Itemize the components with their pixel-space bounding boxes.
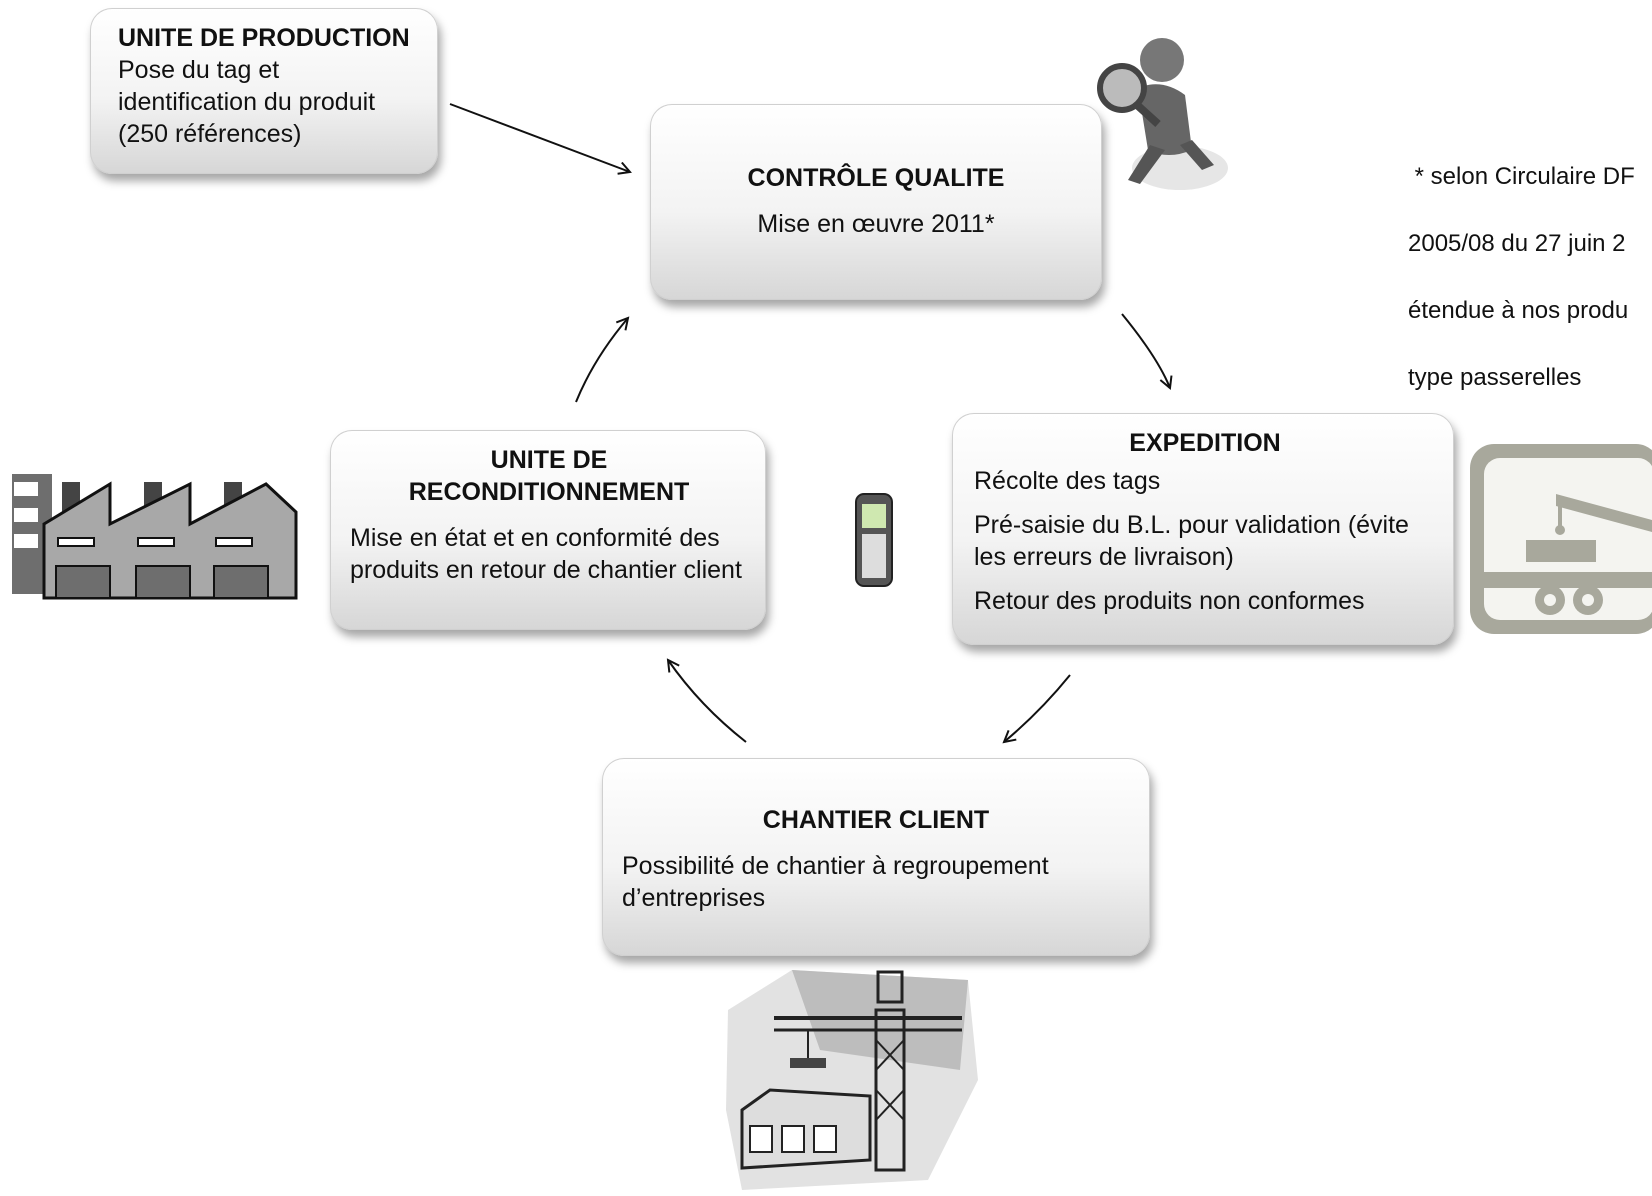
arrow-controle-to-expedition [1121,313,1170,388]
expedition-item-3: Retour des produits non conformes [974,587,1365,615]
inspector-figure-icon [1097,38,1228,190]
footnote-line-3: étendue à nos produ [1408,296,1629,324]
client-site-text: Possibilité de chantier à regroupement d… [622,852,1049,912]
footnote-line-4: type passerelles [1408,364,1582,392]
arrow-chantier-to-recond [668,660,747,743]
reconditioning-title-line-2: RECONDITIONNEMENT [408,478,690,506]
expedition-box: EXPEDITION Récolte des tags Pré-saisie d… [952,413,1454,645]
footnote-line-2: 2005/08 du 27 juin 2 [1408,229,1626,257]
reconditioning-unit-box: UNITE DE RECONDITIONNEMENT Mise en état … [330,430,766,630]
reconditioning-title-line-1: UNITE DE [490,446,608,474]
footnote-line-1: * selon Circulaire DF [1408,162,1635,190]
production-title: UNITE DE PRODUCTION [118,24,410,52]
production-line-2: identification du produit [118,88,376,116]
arrow-recond-to-controle [575,318,628,403]
construction-site-icon [726,970,978,1190]
quality-control-box: CONTRÔLE QUALITE Mise en œuvre 2011* [650,104,1102,300]
quality-control-title: CONTRÔLE QUALITE [747,164,1005,192]
expedition-title: EXPEDITION [1129,429,1281,457]
production-line-3: (250 références) [118,120,302,148]
handheld-scanner-icon [855,493,893,587]
arrow-expedition-to-chantier [1004,674,1071,742]
footnote: * selon Circulaire DF 2005/08 du 27 juin… [1408,126,1652,428]
arrow-production-to-controle [449,103,630,172]
production-line-1: Pose du tag et [118,56,280,84]
expedition-item-1: Récolte des tags [974,467,1161,495]
client-site-title: CHANTIER CLIENT [762,806,990,834]
quality-control-text: Mise en œuvre 2011* [757,210,995,238]
production-unit-box: UNITE DE PRODUCTION Pose du tag et ident… [90,8,438,174]
crane-truck-icon [1470,444,1652,634]
expedition-item-2: Pré-saisie du B.L. pour validation (évit… [974,511,1409,571]
reconditioning-text: Mise en état et en conformité des produi… [350,524,742,584]
client-site-box: CHANTIER CLIENT Possibilité de chantier … [602,758,1150,956]
factory-icon [12,474,298,600]
